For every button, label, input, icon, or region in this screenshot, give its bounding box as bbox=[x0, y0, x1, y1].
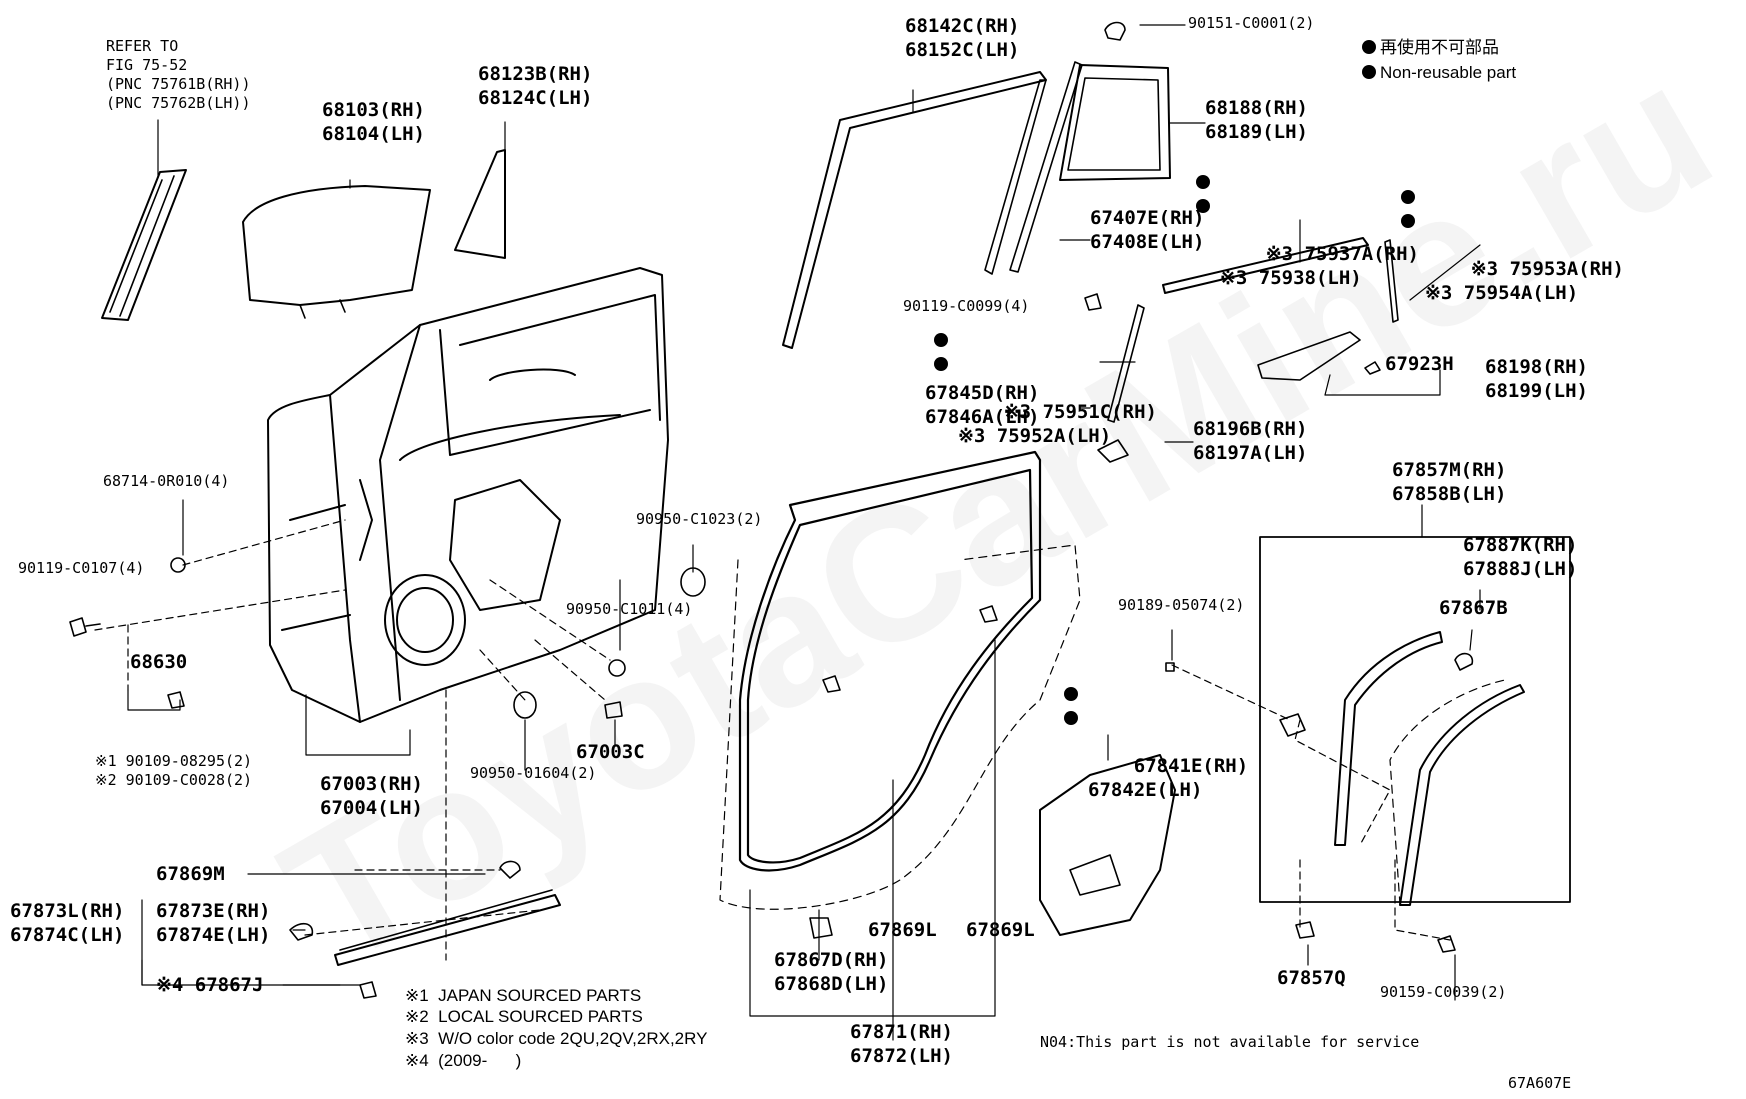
label-68714: 68714-0R010(4) bbox=[103, 472, 230, 490]
garnish-box bbox=[1259, 536, 1571, 903]
label-67869l-a: 67869L bbox=[868, 919, 937, 941]
label-67003c: 67003C bbox=[576, 741, 645, 763]
parts-diagram: ToyotaCarMine.ru bbox=[10, 14, 1745, 1092]
note-3: ※3 W/O color code 2QU,2QV,2RX,2RY bbox=[405, 1029, 708, 1048]
label-67869l-b: 67869L bbox=[966, 919, 1035, 941]
door-weatherstrip-drawing bbox=[738, 450, 1042, 872]
note-4: ※4 (2009- ) bbox=[405, 1051, 522, 1070]
label-90950-c1011: 90950-C1011(4) bbox=[566, 600, 693, 618]
label-90950-01604: 90950-01604(2) bbox=[470, 764, 597, 782]
label-67923: 67923H bbox=[1385, 353, 1454, 375]
note-2: ※2 LOCAL SOURCED PARTS bbox=[405, 1007, 643, 1026]
label-68142: 68142C(RH) 68152C(LH) bbox=[905, 15, 1020, 61]
label-67003: 67003(RH) 67004(LH) bbox=[320, 773, 423, 819]
label-68123: 68123B(RH) 68124C(LH) bbox=[478, 63, 593, 109]
label-90950-c1023: 90950-C1023(2) bbox=[636, 510, 763, 528]
non-reusable-dot-icon bbox=[1401, 190, 1415, 204]
label-90109: ※1 90109-08295(2) ※2 90109-C0028(2) bbox=[95, 752, 253, 789]
label-75937: ※3 75937A(RH) ※3 75938(LH) bbox=[1196, 170, 1419, 314]
label-75953-text: ※3 75953A(RH) ※3 75954A(LH) bbox=[1425, 258, 1624, 304]
label-90159: 90159-C0039(2) bbox=[1380, 983, 1507, 1001]
non-reusable-dot-icon bbox=[934, 333, 948, 347]
non-reusable-dot-icon bbox=[1064, 711, 1078, 725]
legend-en: Non-reusable part bbox=[1362, 62, 1516, 84]
non-reusable-dot-icon bbox=[934, 357, 948, 371]
quarter-glass-drawing bbox=[454, 149, 506, 259]
note-1: ※1 JAPAN SOURCED PARTS bbox=[405, 986, 642, 1005]
pillar-garnish-drawing bbox=[101, 169, 187, 321]
label-67873e: 67873E(RH) 67874E(LH) bbox=[156, 900, 271, 946]
diagram-drawing bbox=[69, 21, 1571, 1041]
door-glass-drawing bbox=[242, 185, 431, 306]
refer-note: REFER TO FIG 75-52 (PNC 75761B(RH)) (PNC… bbox=[106, 37, 251, 112]
label-68103: 68103(RH) 68104(LH) bbox=[322, 99, 425, 145]
label-67871: 67871(RH) 67872(LH) bbox=[850, 1021, 953, 1067]
label-75953: ※3 75953A(RH) ※3 75954A(LH) bbox=[1401, 185, 1624, 329]
label-90119-c0099: 90119-C0099(4) bbox=[903, 297, 1030, 315]
non-reusable-dot-icon bbox=[1362, 40, 1376, 54]
label-67845: 67845D(RH) 67846A(LH) bbox=[925, 382, 1040, 428]
non-reusable-dot-icon bbox=[1362, 65, 1376, 79]
label-67867b: 67867B bbox=[1439, 597, 1508, 619]
label-67857: 67857M(RH) 67858B(LH) bbox=[1392, 459, 1507, 505]
service-hole-cover-drawing bbox=[1039, 754, 1176, 936]
label-67867j: ※4 67867J bbox=[156, 974, 264, 996]
label-67857q: 67857Q bbox=[1277, 967, 1346, 989]
label-67867d: 67867D(RH) 67868D(LH) bbox=[774, 949, 889, 995]
label-67407: 67407E(RH) 67408E(LH) bbox=[1090, 207, 1205, 253]
legend-jp-text: 再使用不可部品 bbox=[1380, 38, 1499, 57]
label-67869m: 67869M bbox=[156, 863, 225, 885]
label-67841-text: 67841E(RH) 67842E(LH) bbox=[1088, 755, 1249, 801]
non-reusable-dot-icon bbox=[1196, 175, 1210, 189]
note-n04: N04:This part is not available for servi… bbox=[1040, 1033, 1420, 1051]
non-reusable-dot-icon bbox=[1401, 214, 1415, 228]
rear-door-panel-drawing bbox=[267, 267, 669, 723]
legend-jp: 再使用不可部品 bbox=[1362, 37, 1499, 59]
label-68196: 68196B(RH) 68197A(LH) bbox=[1193, 418, 1308, 464]
label-68198: 68198(RH) 68199(LH) bbox=[1485, 356, 1588, 402]
label-75937-text: ※3 75937A(RH) ※3 75938(LH) bbox=[1220, 243, 1419, 289]
label-90189: 90189-05074(2) bbox=[1118, 596, 1245, 614]
non-reusable-dot-icon bbox=[1196, 199, 1210, 213]
label-67887: 67887K(RH) 67888J(LH) bbox=[1463, 534, 1578, 580]
label-67841: 67841E(RH) 67842E(LH) bbox=[1064, 682, 1249, 826]
fasteners bbox=[69, 21, 1474, 999]
non-reusable-dot-icon bbox=[1064, 687, 1078, 701]
label-68188: 68188(RH) 68189(LH) bbox=[1205, 97, 1308, 143]
label-75951: ※3 75951C(RH) ※3 75952A(LH) bbox=[934, 328, 1157, 472]
label-67873l: 67873L(RH) 67874C(LH) bbox=[10, 900, 125, 946]
legend-en-text: Non-reusable part bbox=[1380, 63, 1517, 82]
label-90119-c0107: 90119-C0107(4) bbox=[18, 559, 145, 577]
label-90151: 90151-C0001(2) bbox=[1188, 14, 1315, 32]
label-75951-text: ※3 75951C(RH) ※3 75952A(LH) bbox=[958, 401, 1157, 447]
figure-code: 67A607E bbox=[1508, 1074, 1572, 1092]
label-68630: 68630 bbox=[130, 651, 188, 673]
